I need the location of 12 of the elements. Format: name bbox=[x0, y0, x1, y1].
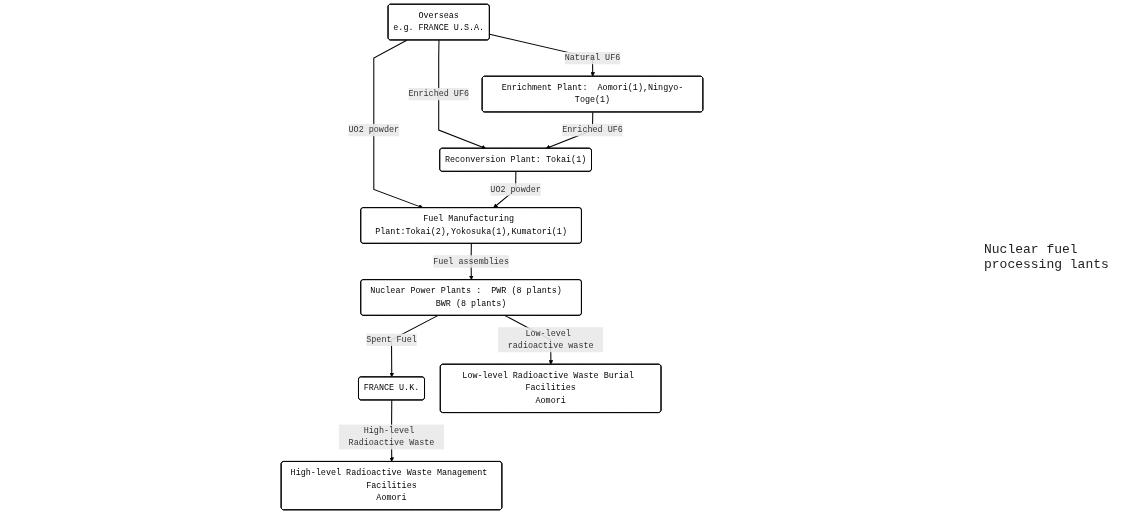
edge-label: Natural UF6 bbox=[564, 53, 621, 63]
edge-label: Enriched UF6 bbox=[408, 89, 469, 99]
arrow bbox=[373, 39, 424, 209]
edge-label: Low-level radioactive waste bbox=[507, 328, 594, 351]
arrow bbox=[438, 39, 487, 150]
edge-label: UO2 powder bbox=[348, 125, 400, 135]
edge-label: High-level Radioactive Waste bbox=[348, 425, 435, 449]
edge-label: Enriched UF6 bbox=[562, 125, 623, 135]
edge-label: Spent Fuel bbox=[366, 335, 417, 345]
edge-label: Fuel assemblies bbox=[433, 256, 509, 267]
edge-label: UO2 powder bbox=[490, 184, 541, 195]
side-note: Nuclear fuel processing lants bbox=[984, 242, 1110, 272]
